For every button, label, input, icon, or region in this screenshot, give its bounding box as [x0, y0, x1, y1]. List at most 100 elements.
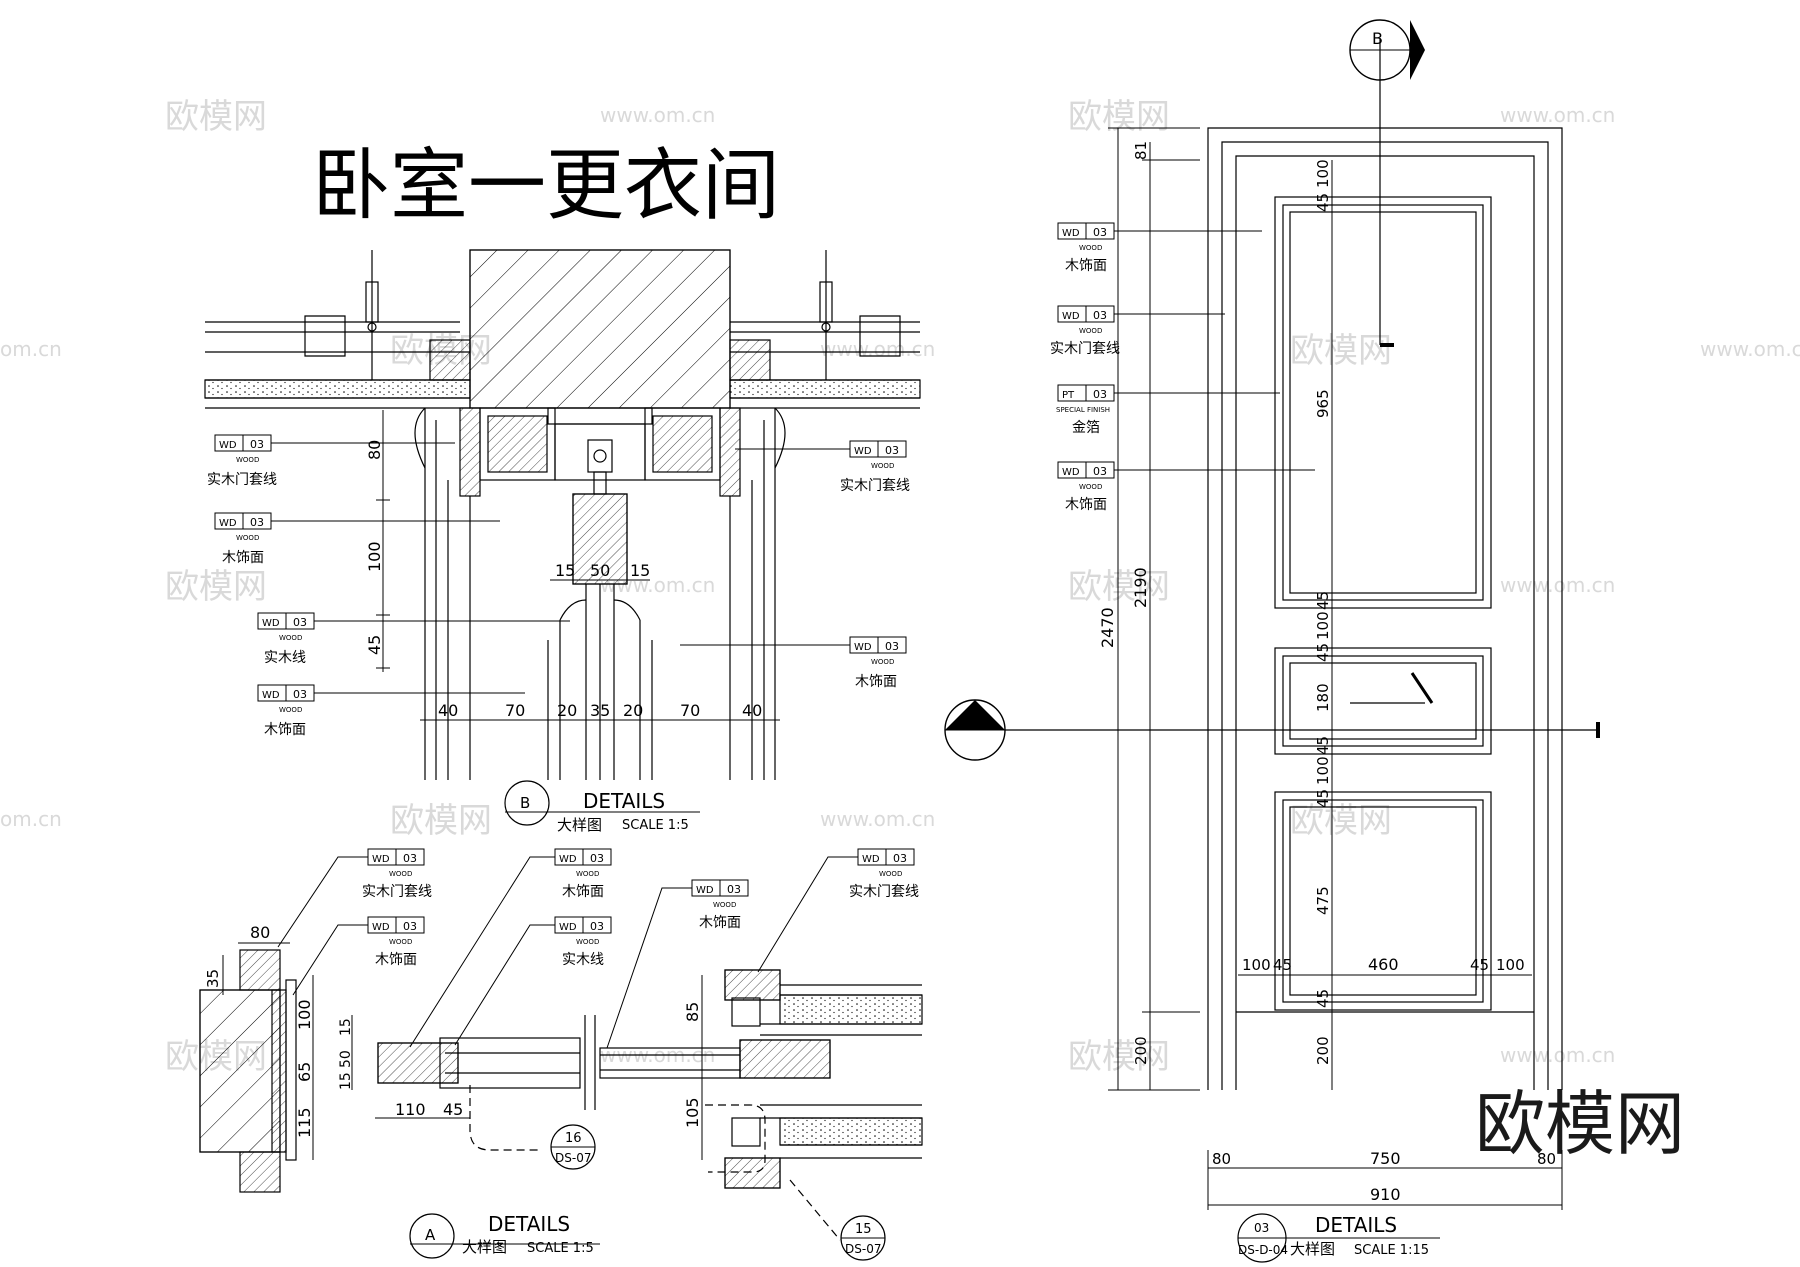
watermark-site: www.om.cn	[600, 103, 715, 127]
watermark-site: www.om.cn	[1500, 1043, 1615, 1067]
svg-text:70: 70	[680, 701, 700, 720]
svg-text:50: 50	[338, 1050, 354, 1068]
svg-text:45: 45	[1314, 789, 1332, 808]
svg-text:45: 45	[365, 635, 384, 655]
svg-text:200: 200	[1132, 1036, 1150, 1065]
svg-text:大样图: 大样图	[462, 1238, 507, 1256]
svg-text:实木门套线: 实木门套线	[849, 884, 919, 900]
svg-text:WD: WD	[262, 690, 280, 701]
svg-text:A: A	[968, 709, 979, 728]
svg-text:木饰面: 木饰面	[1065, 497, 1107, 513]
svg-text:15: 15	[855, 1222, 872, 1237]
svg-text:实木门套线: 实木门套线	[840, 478, 910, 494]
svg-text:200: 200	[1314, 1036, 1332, 1065]
svg-text:WOOD: WOOD	[576, 870, 599, 878]
svg-text:DETAILS: DETAILS	[488, 1212, 570, 1236]
watermark-brand: 欧模网	[390, 801, 492, 841]
watermark-brand: 欧模网	[1068, 1037, 1170, 1077]
svg-text:15: 15	[555, 561, 575, 580]
watermark-brand: 欧模网	[1068, 567, 1170, 607]
svg-text:木饰面: 木饰面	[699, 915, 741, 931]
watermark-site-short: om.cn	[0, 337, 62, 361]
svg-text:WOOD: WOOD	[279, 634, 302, 642]
svg-text:WOOD: WOOD	[389, 938, 412, 946]
watermark-brand: 欧模网	[1068, 97, 1170, 137]
svg-text:460: 460	[1368, 955, 1399, 974]
svg-text:WD: WD	[559, 922, 577, 933]
svg-text:WD: WD	[1062, 467, 1080, 478]
svg-text:20: 20	[623, 701, 643, 720]
svg-text:实木线: 实木线	[562, 952, 604, 968]
svg-text:35: 35	[204, 969, 222, 988]
svg-text:木饰面: 木饰面	[1065, 258, 1107, 274]
detail-a-callouts: 16 DS-07 15 DS-07	[550, 1124, 886, 1261]
svg-text:80: 80	[1212, 1150, 1231, 1168]
svg-text:45: 45	[1314, 591, 1332, 610]
svg-text:03: 03	[727, 883, 741, 896]
svg-text:03: 03	[1093, 226, 1107, 239]
svg-text:PT: PT	[1062, 390, 1075, 401]
elevation-label: 03 DS-D-04 DETAILS 大样图 SCALE 1:15	[1237, 1213, 1440, 1263]
svg-text:70: 70	[505, 701, 525, 720]
detail-b-tags	[214, 434, 907, 702]
watermark-site: www.om.cn	[820, 807, 935, 831]
svg-text:03: 03	[885, 444, 899, 457]
svg-text:A: A	[425, 1226, 436, 1244]
svg-text:DETAILS: DETAILS	[583, 789, 665, 813]
svg-text:81: 81	[1132, 141, 1150, 160]
svg-text:50: 50	[590, 561, 610, 580]
svg-text:80: 80	[365, 440, 384, 460]
watermark-layer: 欧模网 www.om.cn 欧模网 www.om.cn om.cn 欧模网 ww…	[0, 97, 1800, 1165]
svg-text:WOOD: WOOD	[713, 901, 736, 909]
svg-text:965: 965	[1314, 389, 1332, 418]
svg-text:03: 03	[1093, 388, 1107, 401]
svg-text:B: B	[520, 794, 530, 812]
svg-text:WD: WD	[696, 885, 714, 896]
svg-text:03: 03	[293, 688, 307, 701]
svg-text:WD: WD	[559, 854, 577, 865]
elevation-tag-text: WD 03 WOOD 木饰面 WD 03 WOOD 实木门套线 PT 03 SP…	[1050, 226, 1120, 513]
svg-text:03: 03	[590, 852, 604, 865]
svg-text:WD: WD	[372, 854, 390, 865]
svg-text:45: 45	[1314, 989, 1332, 1008]
svg-text:WD: WD	[854, 446, 872, 457]
watermark-brand-large: 欧模网	[1475, 1083, 1685, 1165]
svg-text:03: 03	[590, 920, 604, 933]
svg-text:85: 85	[683, 1002, 702, 1022]
svg-text:180: 180	[1314, 683, 1332, 712]
svg-text:03: 03	[293, 616, 307, 629]
svg-text:40: 40	[742, 701, 762, 720]
svg-text:实木线: 实木线	[264, 650, 306, 666]
svg-text:45: 45	[1314, 193, 1332, 212]
door-elevation	[1005, 38, 1600, 1090]
svg-text:SPECIAL FINISH: SPECIAL FINISH	[1056, 406, 1110, 414]
svg-text:750: 750	[1370, 1149, 1401, 1168]
elevation-dim-text: 2470 2190 81 200 100 45 965 45 100 45 18…	[1098, 141, 1556, 1204]
svg-text:SCALE 1:15: SCALE 1:15	[1354, 1243, 1429, 1258]
watermark-site-short: om.cn	[0, 807, 62, 831]
svg-text:80: 80	[250, 923, 270, 942]
svg-text:实木门套线: 实木门套线	[1050, 341, 1120, 357]
svg-text:100: 100	[1242, 956, 1271, 974]
svg-text:80: 80	[1537, 1150, 1556, 1168]
svg-text:WOOD: WOOD	[279, 706, 302, 714]
svg-text:DS-07: DS-07	[555, 1151, 591, 1165]
svg-text:DS-07: DS-07	[845, 1242, 881, 1256]
detail-a-label: A DETAILS 大样图 SCALE 1:5	[409, 1212, 600, 1259]
svg-text:03: 03	[1093, 309, 1107, 322]
watermark-site: www.om.cn	[1700, 337, 1800, 361]
svg-text:16: 16	[565, 1131, 582, 1146]
svg-text:15: 15	[338, 1072, 354, 1090]
svg-text:115: 115	[295, 1107, 314, 1138]
watermark-brand: 欧模网	[165, 97, 267, 137]
svg-text:木饰面: 木饰面	[264, 722, 306, 738]
svg-text:WD: WD	[219, 518, 237, 529]
svg-text:910: 910	[1370, 1185, 1401, 1204]
watermark-site: www.om.cn	[1500, 103, 1615, 127]
watermark-brand: 欧模网	[1290, 331, 1392, 371]
svg-text:03: 03	[250, 516, 264, 529]
detail-b-dim-text: 80 100 45 15 50 15 40 70 20 35 20 70 40	[365, 440, 762, 720]
watermark-site: www.om.cn	[1500, 573, 1615, 597]
svg-text:100: 100	[295, 999, 314, 1030]
